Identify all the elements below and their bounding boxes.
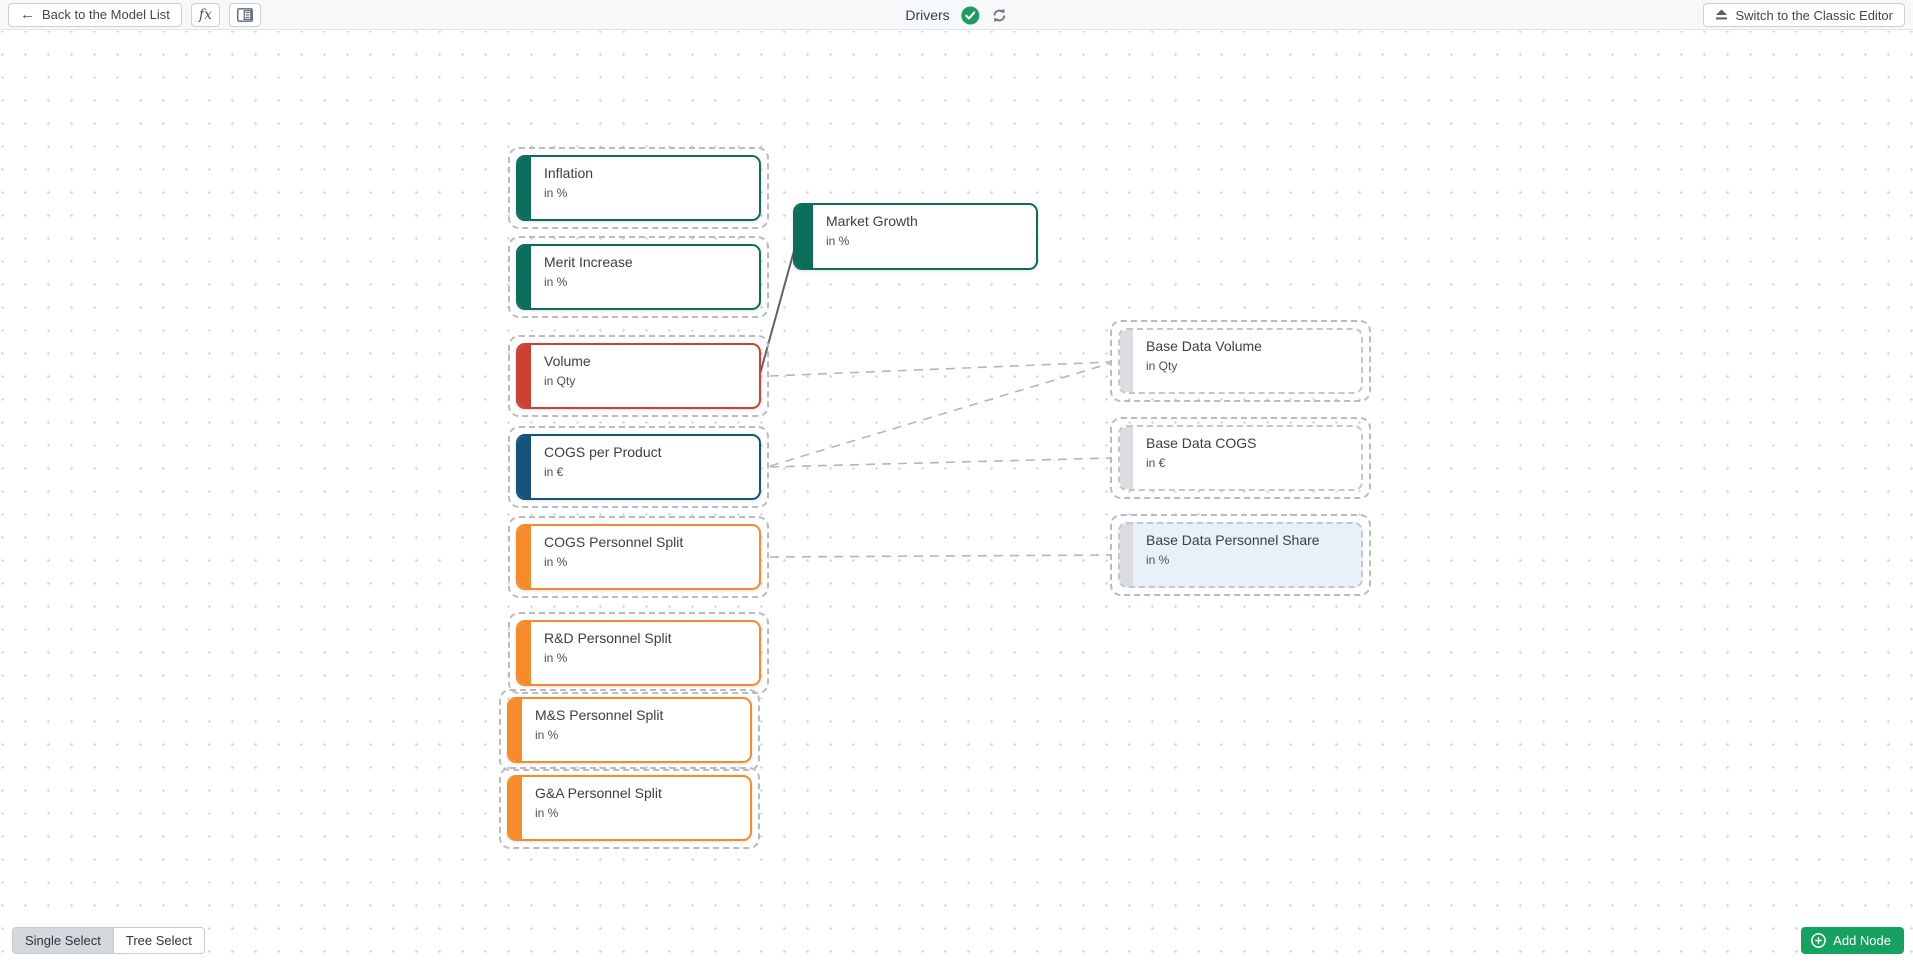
node-color-bar (1120, 427, 1133, 489)
node-texts: Base Data Volume in Qty (1146, 338, 1355, 373)
plus-circle-icon (1811, 933, 1827, 948)
node-title: G&A Personnel Split (535, 785, 662, 801)
back-to-model-list-button[interactable]: ← Back to the Model List (8, 2, 182, 27)
node-cogs-per-product[interactable]: COGS per Product in € (516, 434, 761, 500)
node-selection-rd-personnel-split: R&D Personnel Split in % (508, 612, 769, 694)
node-base-data-cogs[interactable]: Base Data COGS in € (1118, 425, 1363, 491)
node-color-bar (518, 526, 531, 588)
node-selection-market-growth: Market Growth in % (785, 195, 1046, 278)
node-merit-increase[interactable]: Merit Increase in % (516, 244, 761, 310)
refresh-icon[interactable] (991, 7, 1008, 24)
node-rd-personnel-split[interactable]: R&D Personnel Split in % (516, 620, 761, 686)
node-base-data-volume[interactable]: Base Data Volume in Qty (1118, 328, 1363, 394)
node-color-bar (509, 699, 522, 761)
node-volume[interactable]: Volume in Qty (516, 343, 761, 409)
node-selection-base-data-personnel-share: Base Data Personnel Share in % (1110, 514, 1371, 596)
node-color-bar (795, 205, 813, 268)
node-unit: in % (1146, 552, 1170, 567)
check-circle-icon (961, 6, 980, 24)
node-ms-personnel-split[interactable]: M&S Personnel Split in % (507, 697, 752, 763)
node-title: COGS Personnel Split (544, 534, 684, 550)
node-title: Base Data Volume (1146, 338, 1262, 354)
node-color-bar (1120, 330, 1133, 392)
node-texts: M&S Personnel Split in % (535, 707, 744, 742)
node-color-bar (518, 436, 531, 498)
node-texts: Base Data COGS in € (1146, 435, 1355, 470)
node-color-bar (518, 157, 531, 219)
switch-button-label: Switch to the Classic Editor (1735, 7, 1893, 23)
add-node-label: Add Node (1833, 933, 1891, 948)
panel-layout-icon (237, 7, 253, 22)
fx-icon: fx (198, 6, 212, 23)
eject-icon (1716, 9, 1728, 20)
node-unit: in Qty (544, 373, 576, 388)
node-unit: in € (544, 464, 564, 479)
node-selection-base-data-volume: Base Data Volume in Qty (1110, 320, 1371, 402)
node-unit: in % (544, 650, 568, 665)
node-unit: in € (1146, 455, 1166, 470)
node-unit: in % (544, 185, 568, 200)
node-texts: Base Data Personnel Share in % (1146, 532, 1355, 567)
toolbar-right-group: Switch to the Classic Editor (1703, 3, 1905, 27)
node-title: Base Data Personnel Share (1146, 532, 1320, 548)
node-selection-inflation: Inflation in % (508, 147, 769, 229)
node-title: Base Data COGS (1146, 435, 1257, 451)
node-unit: in Qty (1146, 358, 1178, 373)
node-title: R&D Personnel Split (544, 630, 672, 646)
node-texts: Volume in Qty (544, 353, 753, 388)
model-title: Drivers (905, 7, 950, 23)
node-title: COGS per Product (544, 444, 662, 460)
node-selection-base-data-cogs: Base Data COGS in € (1110, 417, 1371, 499)
node-unit: in % (826, 233, 850, 248)
node-selection-ga-personnel-split: G&A Personnel Split in % (499, 767, 760, 849)
node-texts: R&D Personnel Split in % (544, 630, 753, 665)
toolbar-left-group: ← Back to the Model List fx (8, 2, 261, 27)
node-title: Volume (544, 353, 591, 369)
node-cogs-personnel-split[interactable]: COGS Personnel Split in % (516, 524, 761, 590)
select-mode-toggle: Single Select Tree Select (12, 927, 205, 954)
node-texts: G&A Personnel Split in % (535, 785, 744, 820)
node-color-bar (518, 246, 531, 308)
node-selection-merit-increase: Merit Increase in % (508, 236, 769, 318)
node-ga-personnel-split[interactable]: G&A Personnel Split in % (507, 775, 752, 841)
node-selection-ms-personnel-split: M&S Personnel Split in % (499, 689, 760, 771)
node-selection-cogs-per-product: COGS per Product in € (508, 426, 769, 508)
node-base-data-personnel-share[interactable]: Base Data Personnel Share in % (1118, 522, 1363, 588)
graph-canvas[interactable] (0, 31, 1913, 962)
node-title: Merit Increase (544, 254, 633, 270)
node-title: M&S Personnel Split (535, 707, 664, 723)
node-selection-volume: Volume in Qty (508, 335, 769, 417)
node-texts: Market Growth in % (826, 213, 1030, 248)
node-title: Inflation (544, 165, 594, 181)
node-texts: COGS Personnel Split in % (544, 534, 753, 569)
node-texts: Inflation in % (544, 165, 753, 200)
toolbar-center-group: Drivers (905, 0, 1007, 30)
node-inflation[interactable]: Inflation in % (516, 155, 761, 221)
node-unit: in % (544, 554, 568, 569)
single-select-button[interactable]: Single Select (13, 928, 113, 953)
node-color-bar (1120, 524, 1133, 586)
node-market-growth[interactable]: Market Growth in % (793, 203, 1038, 270)
back-button-label: Back to the Model List (42, 7, 170, 22)
tree-select-button[interactable]: Tree Select (112, 928, 204, 953)
back-arrow-icon: ← (20, 6, 35, 23)
switch-classic-editor-button[interactable]: Switch to the Classic Editor (1703, 3, 1905, 27)
node-color-bar (518, 345, 531, 407)
node-unit: in % (535, 805, 559, 820)
node-unit: in % (535, 727, 559, 742)
node-title: Market Growth (826, 213, 918, 229)
node-color-bar (518, 622, 531, 684)
node-unit: in % (544, 274, 568, 289)
node-texts: Merit Increase in % (544, 254, 753, 289)
formula-button[interactable]: fx (190, 2, 220, 27)
node-selection-cogs-personnel-split: COGS Personnel Split in % (508, 516, 769, 598)
side-panel-button[interactable] (228, 2, 261, 27)
node-texts: COGS per Product in € (544, 444, 753, 479)
add-node-button[interactable]: Add Node (1801, 927, 1904, 954)
node-color-bar (509, 777, 522, 839)
top-toolbar: ← Back to the Model List fx Drivers (0, 0, 1913, 30)
